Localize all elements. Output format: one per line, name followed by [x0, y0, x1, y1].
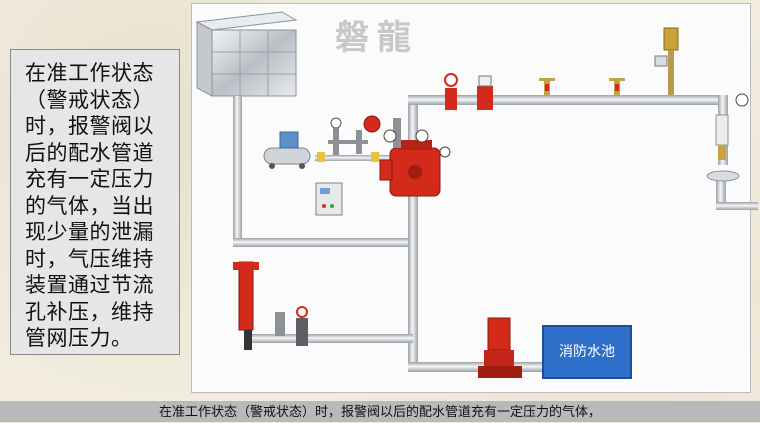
- tank-supply-pipe: [233, 238, 413, 247]
- air-line: [315, 155, 415, 161]
- alarm-valve-icon: [363, 115, 441, 197]
- description-text: 在准工作状态 （警戒状态） 时，报警阀以 后的配水管道 充有一定压力 的气体，当…: [25, 61, 154, 350]
- drain-outlet: [716, 202, 758, 210]
- drain-funnel: [706, 170, 740, 182]
- air-compressor-icon: [263, 131, 311, 169]
- control-box-icon: [315, 182, 343, 216]
- exhaust-valve-icon: [654, 27, 679, 95]
- hydrant-icon: [233, 261, 259, 350]
- sprinkler-head-icon: [539, 78, 625, 96]
- flow-indicator-icon: [477, 75, 493, 110]
- caption-bar: 在准工作状态（警戒状态）时，报警阀以后的配水管道充有一定压力的气体，: [0, 401, 760, 422]
- caption-text: 在准工作状态（警戒状态）时，报警阀以后的配水管道充有一定压力的气体，: [158, 405, 601, 420]
- description-panel: 在准工作状态 （警戒状态） 时，报警阀以 后的配水管道 充有一定压力 的气体，当…: [10, 49, 180, 355]
- air-maintenance-device: [317, 117, 379, 162]
- tank-downpipe: [233, 96, 242, 242]
- pressure-gauge-icon: [383, 93, 749, 158]
- signal-valve-icon: [444, 73, 458, 110]
- pump-icon: [478, 317, 522, 378]
- main-riser: [408, 100, 418, 370]
- sprinkler-main: [408, 95, 728, 105]
- gate-valve-icon: [275, 306, 308, 346]
- fire-pool-label: 消防水池: [542, 325, 632, 379]
- watermark: 磐龍: [335, 18, 419, 58]
- pump-suction-pipe: [408, 362, 543, 372]
- water-tank-icon: [195, 11, 298, 97]
- hydrant-pipe: [245, 334, 413, 343]
- end-test-device-icon: [715, 114, 729, 160]
- drain-pipe: [716, 180, 726, 210]
